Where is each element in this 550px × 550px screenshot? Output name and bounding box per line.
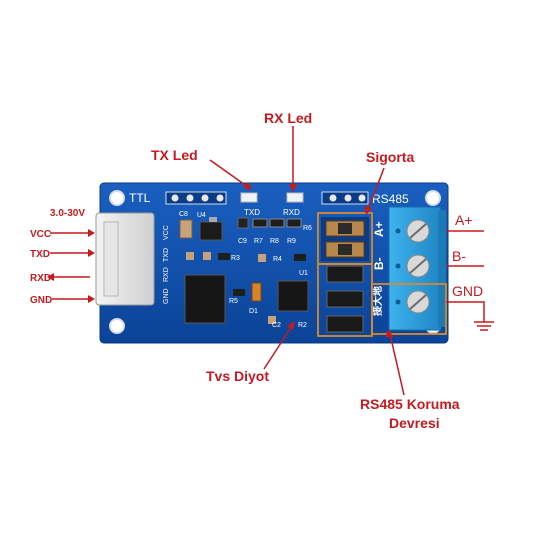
mounting-hole — [425, 190, 441, 206]
ic-left — [184, 274, 226, 324]
protection-part-2 — [326, 290, 364, 308]
d1-label: D1 — [249, 308, 258, 315]
rs485-devresi-callout: Devresi — [389, 415, 440, 431]
sigorta-callout: Sigorta — [366, 149, 414, 165]
a-plus-pin-label: A+ — [455, 212, 473, 228]
tx-led — [240, 192, 258, 203]
tvs-diode — [251, 282, 262, 302]
screw-gnd — [406, 290, 430, 314]
txd-silk-label: TXD — [244, 208, 260, 217]
regulator-u4 — [199, 221, 223, 241]
b-minus-pin-label: B- — [452, 248, 466, 264]
rxd-pin-label: RXD — [30, 273, 51, 284]
r7-label: R7 — [254, 238, 263, 245]
c9-label: C9 — [238, 238, 247, 245]
rx-led-callout: RX Led — [264, 110, 312, 126]
mounting-hole — [109, 190, 125, 206]
vcc-pin-label: VCC — [30, 229, 51, 240]
r4-label: R4 — [273, 256, 282, 263]
screw-b — [406, 254, 430, 278]
mounting-hole — [109, 318, 125, 334]
r9-label: R9 — [287, 238, 296, 245]
conn-label-gnd: GND — [163, 288, 170, 304]
chinese-silk-label: 接大地 — [371, 286, 384, 316]
c2-label: C2 — [272, 322, 281, 329]
txd-pin-label: TXD — [30, 249, 50, 260]
gnd-right-pin-label: GND — [452, 283, 483, 299]
tx-led-callout: TX Led — [151, 147, 198, 163]
protection-part-1 — [326, 265, 364, 283]
rs485-silk-label: RS485 — [372, 192, 409, 206]
u1-label: U1 — [299, 270, 308, 277]
gnd-highlight-box — [371, 283, 447, 335]
tvs-diyot-callout: Tvs Diyot — [206, 368, 269, 384]
r3-label: R3 — [231, 255, 240, 262]
rx-led — [286, 192, 304, 203]
u4-label: U4 — [197, 212, 206, 219]
ttl-silk-label: TTL — [129, 191, 151, 205]
conn-label-txd: TXD — [163, 248, 170, 262]
ic-right — [277, 280, 309, 312]
r8-label: R8 — [270, 238, 279, 245]
a-plus-silk-label: A+ — [372, 221, 386, 237]
conn-label-rxd: RXD — [163, 267, 170, 282]
c8-label: C8 — [179, 211, 188, 218]
rs485-koruma-callout: RS485 Koruma — [360, 396, 460, 412]
protection-part-3 — [326, 315, 364, 333]
rxd-silk-label: RXD — [283, 208, 300, 217]
voltage-label: 3.0-30V — [50, 208, 85, 219]
r6-label: R6 — [303, 225, 312, 232]
gnd-pin-label: GND — [30, 295, 52, 306]
r2-label: R2 — [298, 322, 307, 329]
conn-label-vcc: VCC — [163, 225, 170, 240]
screw-a — [406, 219, 430, 243]
r5-label: R5 — [229, 298, 238, 305]
b-minus-silk-label: B- — [372, 257, 386, 270]
